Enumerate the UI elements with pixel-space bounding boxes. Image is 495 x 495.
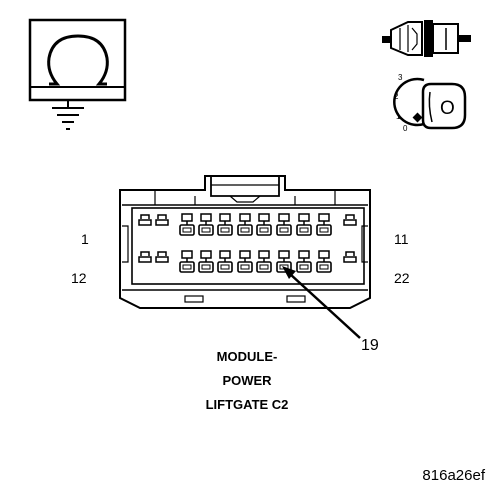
cavity-terminal bbox=[217, 213, 233, 236]
cavity-terminal bbox=[179, 213, 195, 236]
connector-title: MODULE- POWER LIFTGATE C2 bbox=[206, 349, 289, 412]
connector-face bbox=[119, 175, 371, 309]
pin-label-11: 11 bbox=[394, 231, 409, 247]
cavity-empty bbox=[138, 214, 152, 226]
figure-reference-code: 816a26ef bbox=[422, 467, 485, 484]
cavity-terminal bbox=[316, 213, 332, 236]
cavity-terminal bbox=[296, 250, 312, 273]
cavity-terminal bbox=[296, 213, 312, 236]
callout-arrowhead bbox=[282, 266, 296, 279]
connector-latch bbox=[210, 176, 280, 197]
ignition-key-off-icon: 3 2 1 0 O bbox=[393, 73, 467, 133]
ignition-position-3: 3 bbox=[398, 73, 403, 82]
ohmmeter-ground-icon bbox=[28, 18, 127, 130]
pin-number-labels: 1 11 12 22 bbox=[71, 231, 410, 286]
pin-label-12: 12 bbox=[71, 270, 87, 286]
cavity-empty bbox=[155, 251, 169, 263]
cavity-terminal bbox=[276, 250, 292, 273]
cavity-empty bbox=[343, 214, 357, 226]
connector-housing bbox=[119, 175, 371, 309]
pin-label-1: 1 bbox=[81, 231, 89, 247]
cavity-empty bbox=[155, 214, 169, 226]
connector-title-line-1: MODULE- bbox=[217, 349, 278, 364]
cavity-terminal bbox=[256, 250, 272, 273]
cavity-terminal bbox=[217, 250, 233, 273]
cavity-terminal bbox=[198, 250, 214, 273]
back-probe-icon bbox=[382, 20, 471, 57]
pin-19-callout: 19 bbox=[282, 266, 379, 354]
cavity-empty bbox=[343, 251, 357, 263]
connector-cavity-block bbox=[131, 207, 365, 285]
connector-title-line-3: LIFTGATE C2 bbox=[206, 397, 289, 412]
ignition-position-2: 2 bbox=[394, 92, 399, 101]
cavity-terminal bbox=[179, 250, 195, 273]
cavity-terminal bbox=[237, 213, 253, 236]
cavity-terminal bbox=[276, 213, 292, 236]
connector-pins bbox=[138, 213, 357, 273]
ignition-position-0: 0 bbox=[403, 124, 408, 133]
cavity-terminal bbox=[316, 250, 332, 273]
callout-leader-line bbox=[289, 273, 361, 339]
pin-label-22: 22 bbox=[394, 270, 410, 286]
cavity-terminal bbox=[237, 250, 253, 273]
cavity-terminal bbox=[198, 213, 214, 236]
callout-label-19: 19 bbox=[361, 337, 379, 354]
cavity-empty bbox=[138, 251, 152, 263]
cavity-terminal bbox=[256, 213, 272, 236]
connector-title-line-2: POWER bbox=[222, 373, 272, 388]
ignition-key-letter: O bbox=[440, 98, 455, 119]
